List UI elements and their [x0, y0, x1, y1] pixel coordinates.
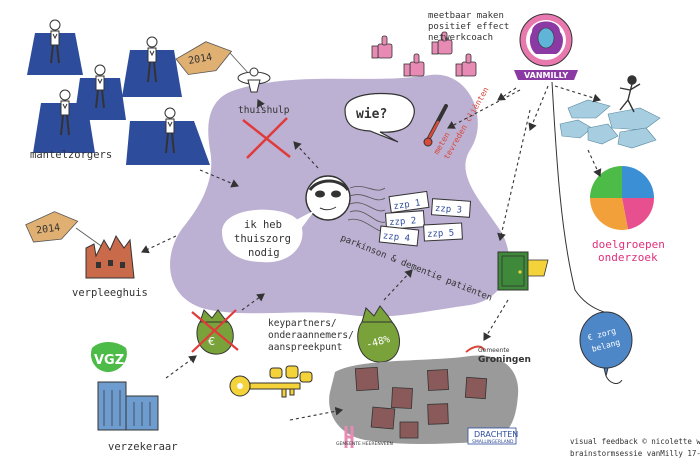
- thumbs-up-icon: [372, 36, 392, 58]
- gemeente-small-text: Gemeente: [478, 347, 510, 354]
- zzp-card: zzp 5: [424, 223, 463, 241]
- zzp-card-label: zzp 5: [427, 228, 455, 239]
- thumbs-up-icon: [456, 54, 476, 76]
- patient-face-icon: [306, 176, 350, 220]
- pie-slice: [622, 166, 654, 198]
- drachten-text: DRACHTEN: [474, 430, 518, 439]
- mantelzorger-heroes: [27, 20, 210, 165]
- thuiszorg-line-3: nodig: [248, 247, 280, 259]
- meetbaar-line-2: positief effect: [428, 22, 509, 32]
- doelgroepen-line-1: doelgroepen: [592, 238, 665, 251]
- thuiszorg-line-2: thuiszorg: [234, 233, 291, 245]
- doelgroepen-line-2: onderzoek: [598, 251, 658, 264]
- heerenveen-text: GEMEENTE HEERENVEEN: [336, 441, 393, 447]
- drachten-sub-text: SMALLINGERLAND: [472, 439, 514, 445]
- verzekeraar-label: verzekeraar: [108, 441, 178, 453]
- vgz-logo: VGZ: [91, 342, 127, 372]
- thuiszorg-line-1: ik heb: [244, 219, 282, 231]
- verzekeraar-buildings-icon: [98, 382, 158, 430]
- drachten-logo: DRACHTEN SMALLINGERLAND: [468, 428, 518, 445]
- pie-slice: [590, 198, 628, 230]
- footer-line-2: brainstormsessie vanMilly 17-3-14: [570, 449, 700, 458]
- meetbaar-line-1: meetbaar maken: [428, 11, 504, 21]
- key-icon: [230, 376, 300, 397]
- vgz-text: VGZ: [94, 353, 124, 368]
- vanmilly-text: VANMILLY: [524, 71, 568, 80]
- groningen-text: Groningen: [478, 355, 531, 365]
- keypartners-line-1: keypartners/: [268, 318, 337, 329]
- verpleeghuis-label: verpleeghuis: [72, 287, 148, 299]
- keypartners-line-2: onderaannemers/: [268, 330, 354, 341]
- zzp-card: zzp 2: [385, 211, 424, 230]
- keypartners-line-3: aanspreekpunt: [268, 342, 342, 353]
- zzp-card-label: zzp 3: [435, 204, 463, 216]
- zzp-card: zzp 3: [431, 199, 470, 218]
- stick-figure-icon: [620, 76, 640, 112]
- price-tag-top: 2014: [174, 38, 250, 76]
- balloon-tail: [606, 376, 622, 383]
- vanmilly-banner: VANMILLY: [514, 70, 578, 80]
- mantelzorgers-label: mantelzorgers: [30, 149, 112, 161]
- handshake-icon: [270, 366, 312, 382]
- balloon-icon: € zorg belang: [580, 312, 632, 376]
- door-icon: [498, 252, 548, 290]
- zzp-card: zzp 4: [379, 226, 418, 246]
- zzp-card-label: zzp 2: [389, 216, 417, 228]
- hero-figure: [122, 37, 182, 97]
- pie-slice: [590, 166, 622, 198]
- wie-text: wie?: [356, 107, 387, 122]
- meetbaar-line-3: netwerkcoach: [428, 33, 493, 43]
- verpleeghuis-building-icon: [86, 236, 134, 278]
- hero-figure: [27, 20, 83, 75]
- thuishulp-label: thuishulp: [238, 105, 290, 116]
- money-bag-crossed-icon: €: [192, 310, 238, 354]
- vanmilly-portrait: [520, 14, 572, 66]
- thumbs-up-icon: [404, 54, 424, 76]
- ice-floes: [560, 100, 660, 148]
- footer-line-1: visual feedback © nicolette wever: [570, 437, 700, 446]
- price-tag-left: 2014: [25, 209, 104, 248]
- doelgroepen-pie-chart: [590, 166, 654, 230]
- hero-figure: [126, 108, 210, 165]
